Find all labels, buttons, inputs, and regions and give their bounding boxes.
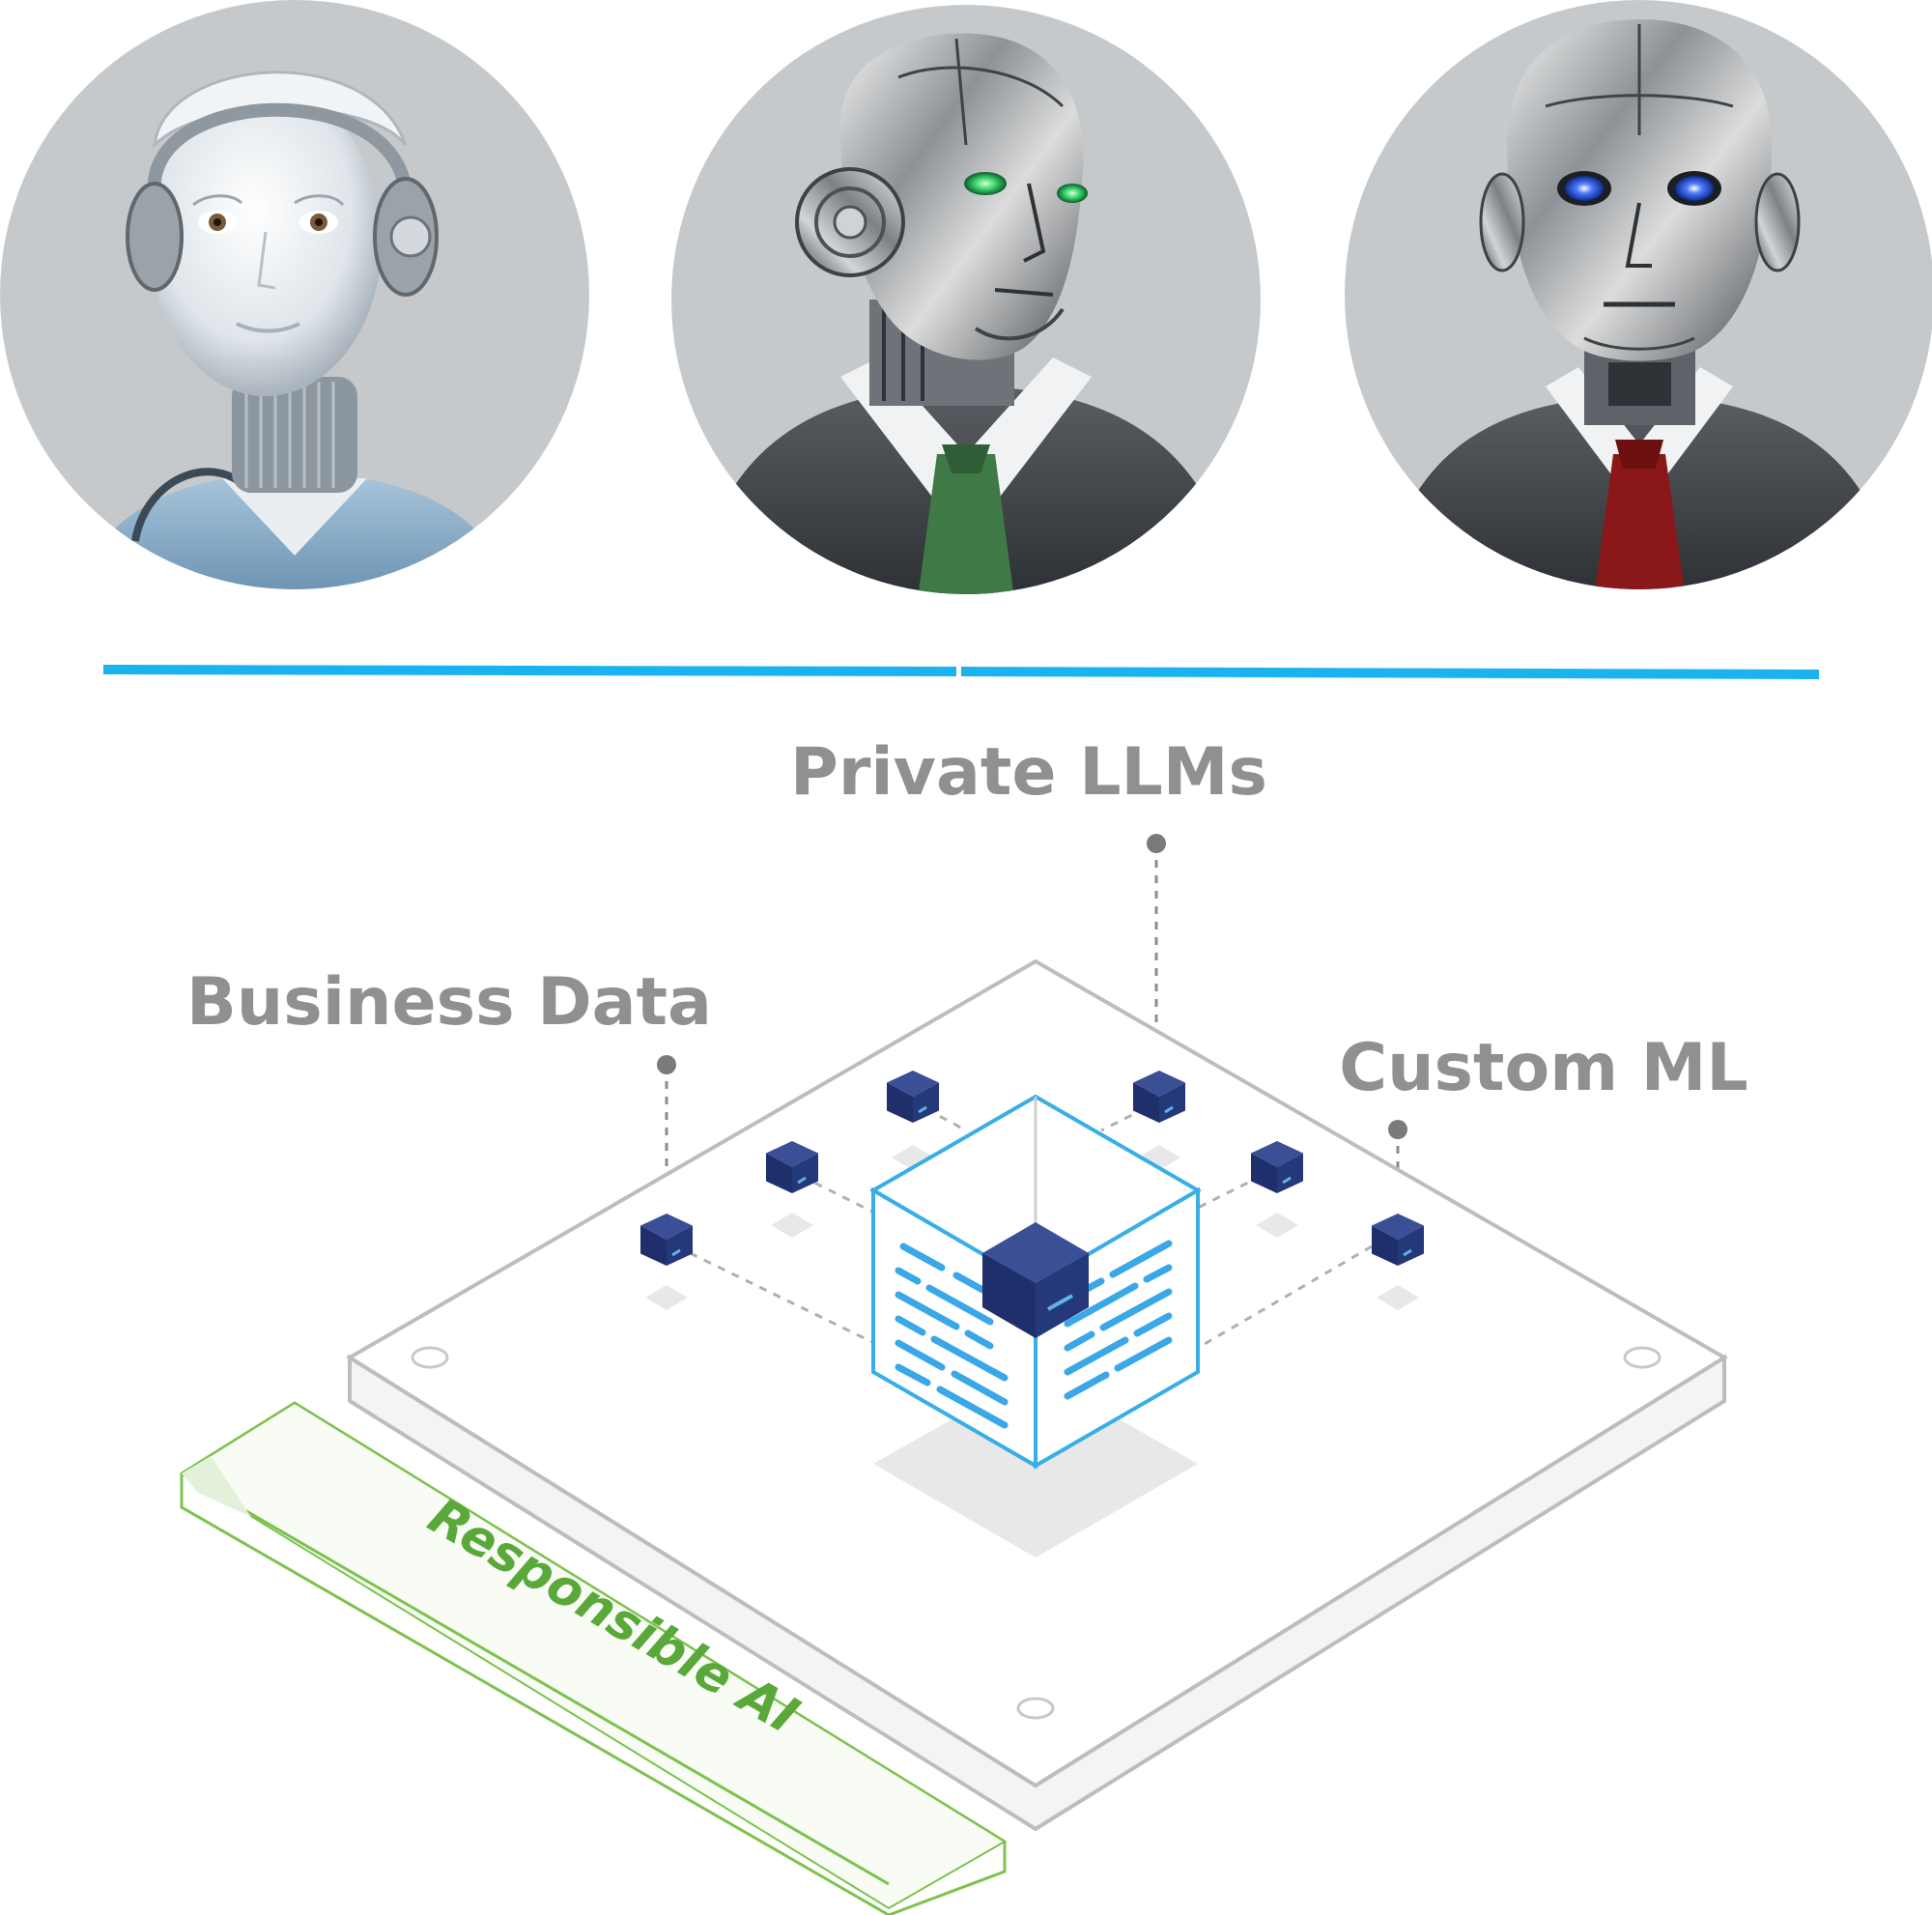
dot-business-data (657, 1055, 676, 1074)
dot-private-llms (1147, 834, 1166, 853)
core-inner-cube (982, 1222, 1089, 1338)
data-node-cube (887, 1071, 939, 1123)
data-node-cube (640, 1214, 693, 1266)
data-nodes (640, 1071, 1424, 1266)
data-node-cube (1251, 1141, 1303, 1193)
core-code-lines-right (1064, 1240, 1173, 1400)
leader-dots (657, 834, 1407, 1139)
divider-line (102, 665, 1820, 679)
dot-custom-ml (1388, 1120, 1407, 1139)
label-private-llms: Private LLMs (790, 734, 1267, 811)
avatar-assistant-robot (0, 0, 589, 589)
label-business-data: Business Data (186, 964, 712, 1041)
label-custom-ml: Custom ML (1339, 1030, 1748, 1106)
avatar-red-tie-robot (1345, 0, 1932, 589)
data-node-cube (1372, 1214, 1424, 1266)
avatar-green-tie-robot (671, 5, 1261, 594)
data-node-cube (766, 1141, 818, 1193)
core-code-lines-left (895, 1243, 1009, 1429)
data-node-cube (1133, 1071, 1185, 1123)
